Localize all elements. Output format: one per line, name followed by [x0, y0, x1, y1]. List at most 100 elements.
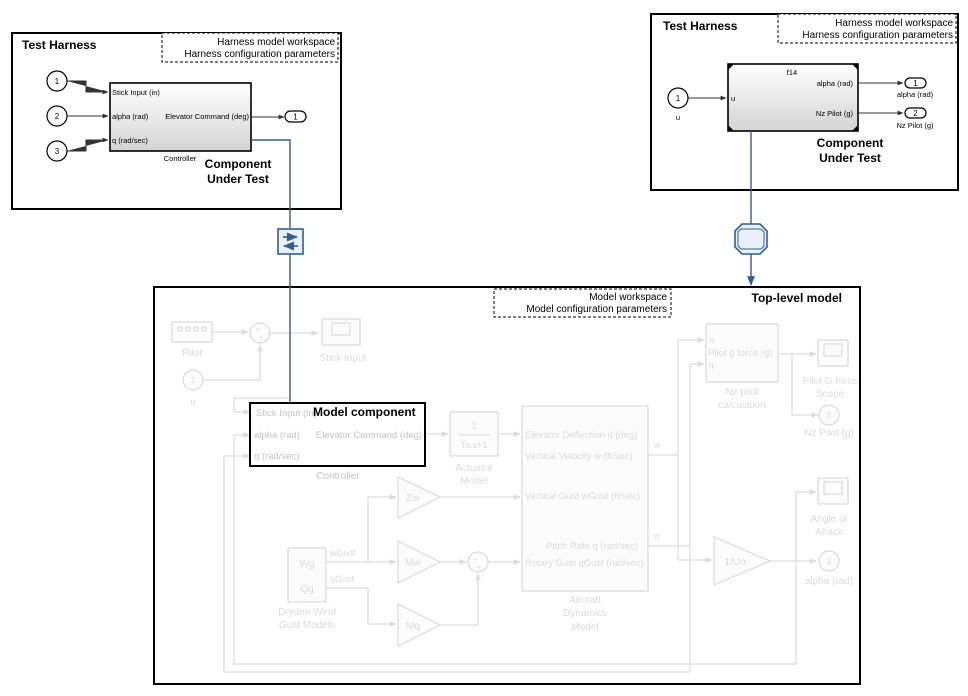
stick-scope-block[interactable] — [321, 318, 361, 346]
right-outport-1-number: 1 — [913, 79, 918, 88]
top-inport-1-number: 1 — [191, 376, 196, 385]
top-inport-1-name: u — [190, 397, 195, 407]
left-outport-1-number: 1 — [293, 113, 298, 122]
left-inport-2[interactable]: 2 — [46, 105, 68, 127]
left-outport-1[interactable]: 1 — [284, 110, 307, 123]
left-inport-2-number: 2 — [55, 112, 60, 121]
pilot-glyph-4 — [201, 326, 207, 332]
dryden-name-2: Gust Models — [279, 620, 335, 631]
dryden-out-w: wGust — [329, 548, 356, 558]
w-to-nz — [648, 337, 705, 456]
right-outport-1[interactable]: 1 — [904, 77, 927, 89]
nz-pilot-block[interactable] — [705, 323, 779, 383]
model-component-label: Model component — [313, 405, 416, 419]
left-inport-1[interactable]: 1 — [46, 70, 68, 92]
dryden-block[interactable] — [287, 547, 327, 603]
aoa-scope-label-2: Attack — [815, 527, 844, 538]
right-inport-1-name: u — [676, 113, 680, 122]
top-outport-2-name: Nz Pilot (g) — [804, 428, 853, 439]
pilot-g-scope-block[interactable] — [817, 339, 849, 367]
aircraft-input-2: Vertical Velocity w (ft/sec) — [525, 451, 633, 462]
aoa-scope-label-1: Angle of — [811, 514, 848, 525]
right-harness-notes-box — [777, 13, 957, 44]
left-harness-notes-box — [161, 32, 339, 63]
left-harness-config-note[interactable]: Harness configuration parameters — [184, 49, 335, 60]
gain-zw-block[interactable] — [397, 476, 442, 519]
top-model-title: Top-level model — [752, 291, 842, 305]
top-inport-1[interactable] — [182, 369, 204, 391]
wgust-to-zw — [367, 494, 397, 562]
left-controller-output: Elevator Command (deg) — [165, 112, 249, 121]
aircraft-input-3: Vertical Gust wGust (ft/sec) — [525, 491, 640, 502]
left-inport-1-number: 1 — [55, 77, 60, 86]
gain-mq-block[interactable] — [397, 603, 442, 647]
aircraft-name-3: Model — [571, 622, 598, 633]
left-inport-3-number: 3 — [55, 147, 60, 156]
dryden-qg: Qg — [300, 584, 313, 595]
left-controller-name: Controller — [164, 154, 197, 163]
right-cut-label-2: Under Test — [819, 151, 881, 165]
top-controller-input-3: q (rad/sec) — [254, 451, 299, 462]
actuator-numerator: 1 — [471, 421, 476, 431]
top-model-workspace-note[interactable]: Model workspace — [589, 292, 667, 303]
top-outport-2[interactable] — [818, 404, 840, 426]
pilot-g-scope-label-2: Scope — [816, 389, 845, 400]
octagon-connector-icon[interactable] — [734, 223, 768, 255]
right-outport-2[interactable]: 2 — [904, 107, 927, 119]
right-f14-output-1: alpha (rad) — [817, 79, 854, 88]
pilot-glyph-3 — [193, 326, 199, 332]
aircraft-name-1: Aircraft — [569, 595, 601, 606]
pilot-glyph-2 — [185, 326, 191, 332]
top-model-config-note[interactable]: Model configuration parameters — [526, 304, 667, 315]
actuator-denominator: Ta.s+1 — [461, 440, 488, 450]
aircraft-input-4: Pitch Rate q (rad/sec) — [546, 541, 638, 552]
top-controller-input-1: Stick Input (in) — [256, 408, 317, 419]
pilot-g-scope-screen — [823, 343, 843, 357]
dryden-out-q: qGust — [330, 574, 355, 584]
pilot-block[interactable] — [171, 321, 213, 343]
left-controller-input-2: alpha (rad) — [112, 112, 149, 121]
alpha-feedback — [233, 432, 797, 665]
left-cut-label-2: Under Test — [207, 172, 269, 186]
left-inport-3[interactable]: 3 — [46, 140, 68, 162]
swap-connector-icon[interactable] — [277, 228, 304, 255]
signal-q-label: q — [654, 531, 659, 541]
nz-output-label: Pilot g force (g) — [708, 348, 772, 359]
gain-uo-label: 1/Uo — [724, 557, 746, 568]
top-outport-1[interactable] — [818, 550, 840, 572]
left-controller-input-3: q (rad/sec) — [112, 136, 148, 145]
right-f14-block[interactable] — [727, 63, 859, 132]
pilot-glyph — [177, 326, 183, 332]
qgust-to-mq — [326, 587, 397, 627]
top-outport-1-number: 1 — [827, 557, 832, 566]
pilot-label: Pilot — [182, 348, 202, 359]
right-harness-config-note[interactable]: Harness configuration parameters — [802, 30, 953, 41]
left-signal-1 — [67, 80, 109, 95]
left-cut-label-1: Component — [205, 157, 272, 171]
aircraft-block[interactable] — [521, 405, 649, 592]
aoa-scope-block[interactable] — [817, 477, 849, 505]
left-harness-workspace-note[interactable]: Harness model workspace — [217, 37, 335, 48]
aoa-scope-screen — [823, 481, 843, 495]
right-harness-workspace-note[interactable]: Harness model workspace — [835, 18, 953, 29]
gust-sum[interactable] — [467, 551, 489, 573]
left-harness-connector — [251, 139, 291, 228]
top-model-contents: Pilot + + Stick Input 1 u 1 Ta.s+1 Actua… — [171, 318, 858, 673]
actuator-block[interactable] — [449, 411, 499, 457]
top-outport-2-number: 2 — [827, 411, 832, 420]
aircraft-input-5: Rotary Gust qGust (rad/sec) — [525, 558, 644, 569]
top-model-notes-box — [493, 288, 672, 318]
left-signal-3 — [67, 137, 109, 152]
nz-name-1: Nz pilot — [725, 387, 759, 398]
stick-scope-screen — [331, 322, 351, 336]
left-controller-block[interactable] — [109, 82, 252, 152]
stick-sum[interactable] — [249, 322, 271, 344]
gain-mw-block[interactable] — [397, 540, 442, 584]
gust-sum-sign-2: + — [477, 565, 481, 572]
gain-uo-block[interactable] — [713, 536, 772, 586]
right-inport-1[interactable]: 1 — [667, 87, 689, 109]
model-component-highlight[interactable] — [249, 402, 426, 467]
right-f14-input: u — [731, 94, 735, 103]
q-to-nz — [648, 361, 705, 547]
